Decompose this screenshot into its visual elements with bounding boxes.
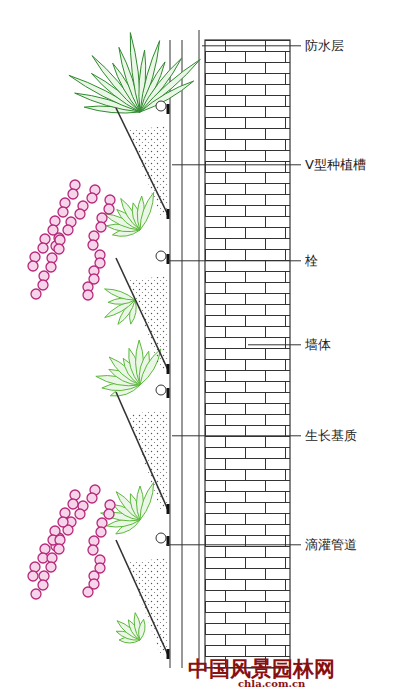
flower-berry bbox=[60, 198, 70, 208]
bolt bbox=[167, 364, 170, 374]
leaf bbox=[140, 192, 154, 230]
leaf bbox=[139, 619, 145, 640]
trough-wall bbox=[116, 258, 168, 370]
drip-pipe bbox=[156, 533, 166, 543]
flower-berry bbox=[88, 545, 98, 555]
flower-berry bbox=[58, 207, 68, 217]
drip-pipe bbox=[156, 101, 166, 111]
flower-berry bbox=[40, 544, 50, 554]
bolt bbox=[167, 209, 170, 219]
leader-line bbox=[166, 544, 301, 545]
flower-berry bbox=[68, 189, 78, 199]
panel-line bbox=[182, 40, 183, 668]
flower-berry bbox=[48, 225, 58, 235]
trough-wall bbox=[116, 392, 168, 510]
leaf bbox=[140, 482, 154, 520]
drip-pipe bbox=[156, 385, 166, 395]
part-label: V型种植槽 bbox=[305, 157, 366, 173]
bolt bbox=[167, 504, 170, 514]
flower-berry bbox=[30, 252, 40, 262]
flower-berry bbox=[38, 280, 48, 290]
part-label: 防水层 bbox=[305, 38, 344, 54]
v-troughs bbox=[116, 101, 168, 659]
leader-line bbox=[168, 260, 301, 261]
flower-berry bbox=[88, 240, 98, 250]
waterproof-layer bbox=[199, 30, 200, 668]
trough-wall bbox=[116, 108, 168, 215]
flower-berry bbox=[31, 589, 41, 599]
flower-berry bbox=[31, 289, 41, 299]
flower-berry bbox=[28, 261, 38, 271]
part-label: 滴灌管道 bbox=[305, 537, 357, 553]
leader-line bbox=[172, 435, 301, 436]
flower-berry bbox=[104, 204, 114, 214]
flower-berry bbox=[58, 517, 68, 527]
flower-berry bbox=[63, 225, 73, 235]
flower-berry bbox=[83, 290, 93, 300]
trough-wall bbox=[116, 540, 168, 655]
flower-berry bbox=[54, 544, 64, 554]
panel-line bbox=[170, 40, 171, 668]
leader-line bbox=[172, 164, 301, 165]
flower-berry bbox=[60, 508, 70, 518]
plants bbox=[28, 33, 200, 643]
flower-berry bbox=[38, 243, 48, 253]
flower-berry bbox=[70, 180, 80, 190]
brick-wall bbox=[205, 40, 290, 668]
flower-berry bbox=[30, 562, 40, 572]
flower-berry bbox=[96, 222, 106, 232]
flower-berry bbox=[38, 580, 48, 590]
flower-berry bbox=[75, 209, 85, 219]
bolt bbox=[167, 649, 170, 659]
flower-berry bbox=[40, 234, 50, 244]
flower-berry bbox=[83, 587, 93, 597]
part-label: 墙体 bbox=[305, 337, 331, 353]
flower-berry bbox=[104, 509, 114, 519]
bolt bbox=[167, 104, 170, 114]
leader-line bbox=[248, 344, 301, 345]
watermark: 中国风景园林网 bbox=[188, 656, 335, 681]
flower-berry bbox=[75, 509, 85, 519]
drip-pipe bbox=[156, 251, 166, 261]
leaf bbox=[140, 59, 200, 112]
part-label: 生长基质 bbox=[305, 428, 357, 444]
bolt bbox=[167, 254, 170, 264]
flower-berry bbox=[50, 216, 60, 226]
leader-lines bbox=[166, 46, 301, 545]
leader-line bbox=[202, 45, 301, 46]
flower-berry bbox=[87, 493, 97, 503]
flower-berry bbox=[54, 244, 64, 254]
watermark: chla.com.cn bbox=[238, 678, 305, 690]
flower-berry bbox=[87, 193, 97, 203]
flower-berry bbox=[96, 527, 106, 537]
bolt bbox=[167, 388, 170, 398]
flower-berry bbox=[46, 562, 56, 572]
flower-berry bbox=[46, 262, 56, 272]
flower-berry bbox=[68, 499, 78, 509]
flower-berry bbox=[28, 571, 38, 581]
flower-berry bbox=[70, 490, 80, 500]
part-label: 栓 bbox=[305, 253, 318, 269]
flower-berry bbox=[50, 526, 60, 536]
